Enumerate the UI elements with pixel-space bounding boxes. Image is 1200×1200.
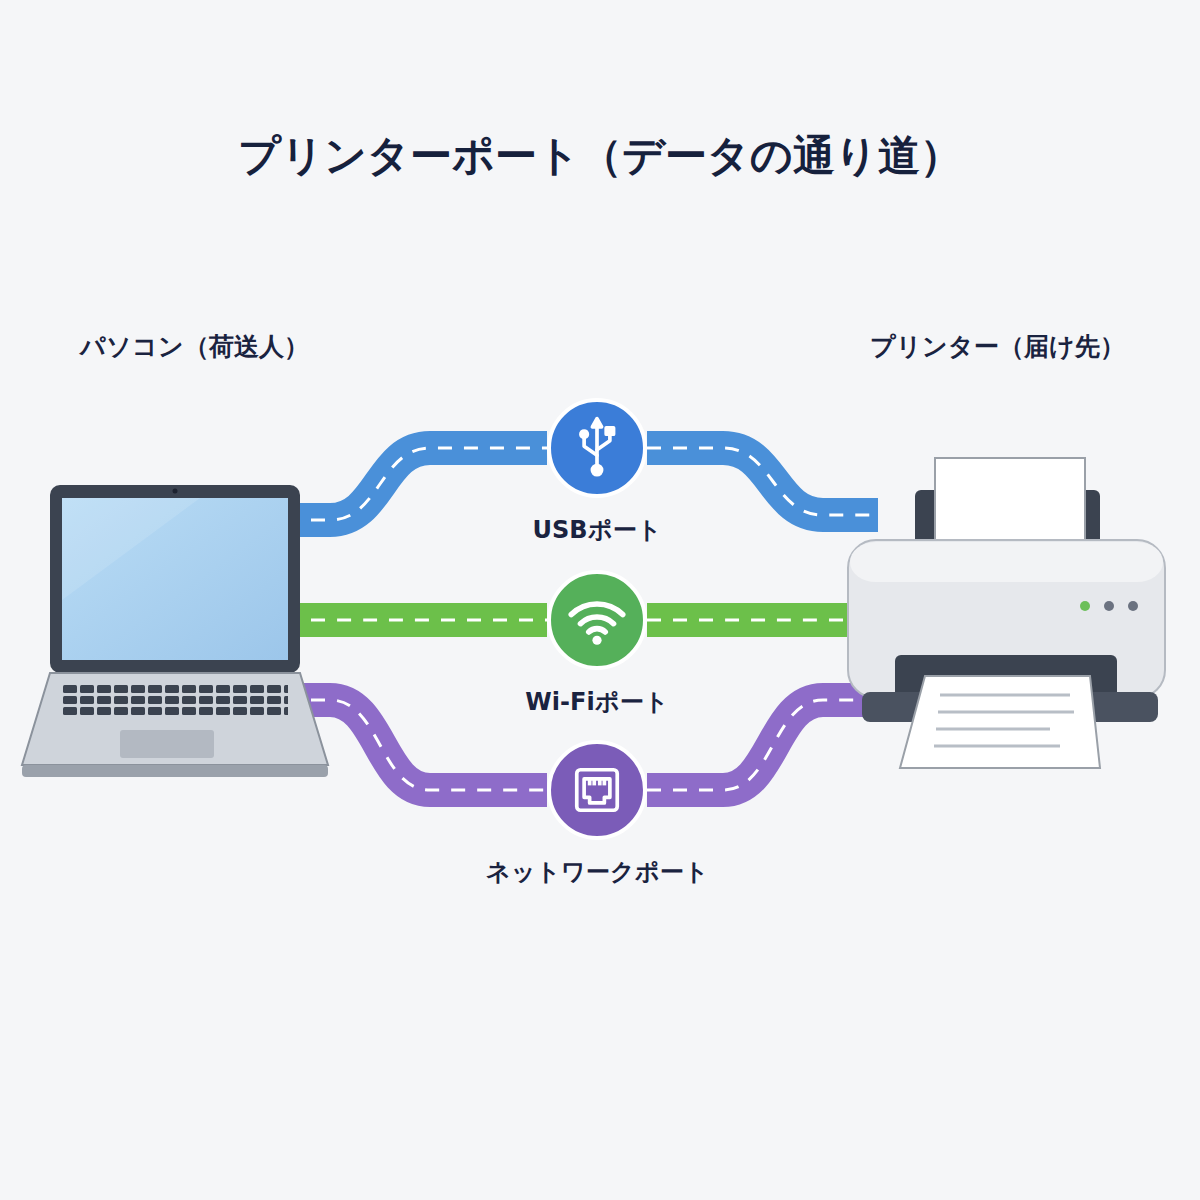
printer-illustration <box>848 458 1165 768</box>
network-port-circle: ネットワークポート <box>547 740 647 840</box>
road-connector <box>285 448 547 520</box>
road-surface <box>285 603 547 637</box>
road-centerline <box>285 448 547 520</box>
laptop-illustration <box>22 485 328 777</box>
port-label: Wi-Fiポート <box>525 686 668 718</box>
road-centerline <box>647 448 878 515</box>
diagram-title: プリンターポート（データの通り道） <box>0 128 1200 184</box>
road-surface <box>647 700 878 790</box>
port-label: ネットワークポート <box>486 856 709 888</box>
road-centerline <box>285 619 547 622</box>
road-surface <box>647 603 878 637</box>
port-label: USBポート <box>532 514 661 546</box>
road-connector <box>647 620 878 621</box>
road-connector <box>647 700 878 790</box>
road-connector <box>285 620 547 621</box>
road-centerline <box>647 619 878 622</box>
road-connector <box>647 448 878 515</box>
road-centerline <box>647 700 878 790</box>
wifi-port-circle: Wi-Fiポート <box>547 570 647 670</box>
road-surface <box>285 448 547 520</box>
device-label: パソコン（荷送人） <box>80 330 305 363</box>
port-icon <box>551 744 643 836</box>
printer-node: プリンター（届け先） <box>848 330 1168 770</box>
computer-node: パソコン（荷送人） <box>20 330 305 780</box>
usb-port-circle: USBポート <box>547 398 647 498</box>
device-label: プリンター（届け先） <box>870 330 1168 363</box>
road-surface <box>647 448 878 515</box>
port-icon <box>551 574 643 666</box>
port-icon <box>551 402 643 494</box>
